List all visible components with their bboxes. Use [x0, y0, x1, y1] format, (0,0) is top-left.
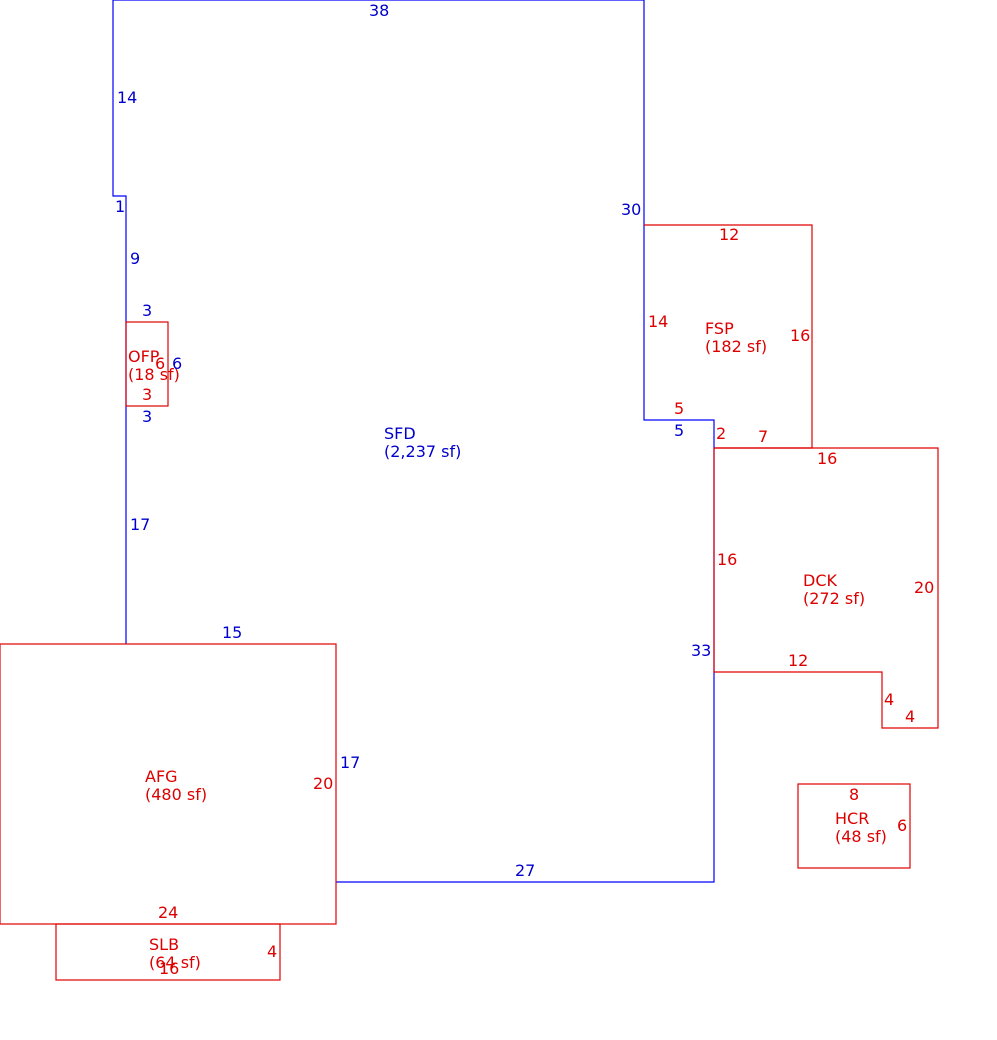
ofp-outline: [125, 321, 169, 407]
slb-area: (64 sf): [149, 953, 201, 972]
dimension-label: 7: [758, 427, 768, 446]
dimension-label: 3: [142, 385, 152, 404]
dimension-label: 3: [142, 407, 152, 426]
dimension-label: 8: [849, 785, 859, 804]
afg-label: AFG: [145, 767, 178, 786]
hcr-outline: [797, 783, 911, 869]
dimension-label: 5: [674, 421, 684, 440]
dimension-label: 30: [621, 200, 641, 219]
dimension-label: 20: [914, 578, 934, 597]
sfd-outline-south-east: [336, 225, 715, 883]
dimension-label: 17: [130, 515, 150, 534]
dimension-label: 20: [313, 774, 333, 793]
sfd-area: (2,237 sf): [384, 442, 461, 461]
afg-area: (480 sf): [145, 785, 207, 804]
dimension-label: 27: [515, 861, 535, 880]
dck-area: (272 sf): [803, 589, 865, 608]
dimension-label: 12: [719, 225, 739, 244]
dimension-label: 6: [897, 816, 907, 835]
dimension-label: 14: [117, 88, 137, 107]
dimension-label: 38: [369, 1, 389, 20]
ofp-label: OFP: [128, 347, 160, 366]
dimension-label: 24: [158, 903, 178, 922]
dimension-label: 9: [130, 249, 140, 268]
dimension-label: 16: [790, 326, 810, 345]
dimension-label: 4: [905, 707, 915, 726]
dimension-label: 4: [267, 942, 277, 961]
dimension-label: 12: [788, 651, 808, 670]
slb-outline: [55, 923, 281, 981]
dimension-label: 6: [155, 354, 165, 373]
hcr-label: HCR: [835, 809, 869, 828]
dimension-label: 14: [648, 312, 668, 331]
fsp-label: FSP: [705, 319, 734, 338]
dimension-label: 17: [340, 753, 360, 772]
ofp-area: (18 sf): [128, 365, 180, 384]
dimension-label: 33: [691, 641, 711, 660]
sfd-outline: [112, 0, 645, 644]
dimension-label: 4: [884, 690, 894, 709]
fsp-area: (182 sf): [705, 337, 767, 356]
dimension-label: 2: [716, 424, 726, 443]
dimension-label: 16: [717, 550, 737, 569]
dimension-label: 1: [115, 197, 125, 216]
sfd-label: SFD: [384, 424, 416, 443]
dimension-label: 6: [172, 354, 182, 373]
dck-label: DCK: [803, 571, 837, 590]
dimension-label: 16: [159, 959, 179, 978]
hcr-area: (48 sf): [835, 827, 887, 846]
dimension-label: 16: [817, 449, 837, 468]
dimension-label: 5: [674, 399, 684, 418]
dimension-label: 15: [222, 623, 242, 642]
dck-outline: [713, 447, 939, 729]
dimension-label: 3: [142, 301, 152, 320]
slb-label: SLB: [149, 935, 179, 954]
